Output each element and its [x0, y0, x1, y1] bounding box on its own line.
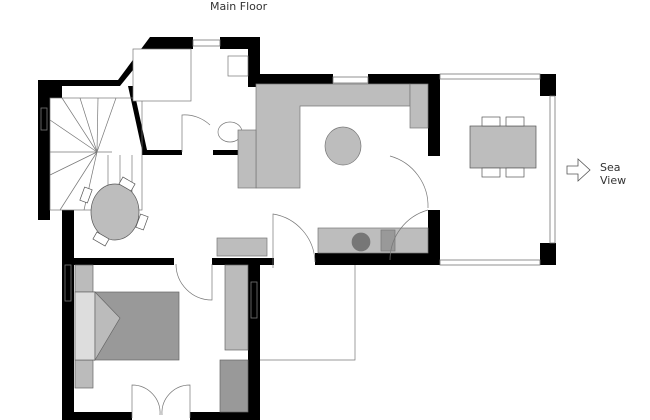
wall-top-left — [38, 37, 193, 220]
wall-kitchen-top-right — [368, 74, 440, 86]
bed-fold — [94, 291, 121, 362]
kitchen — [216, 83, 429, 257]
wall-bottom-right — [190, 412, 260, 420]
sea-view-label: Sea View — [600, 161, 627, 187]
wall-bath-bottom-right — [213, 150, 248, 155]
window-bath — [192, 39, 221, 47]
stove-burner — [351, 232, 371, 252]
door-bath — [181, 114, 211, 152]
dining-table-round — [79, 176, 149, 247]
wall-bath-bottom — [142, 150, 182, 155]
windows — [40, 39, 556, 319]
door-sunroom-bottom — [389, 209, 429, 261]
wall-kitchen-right-top — [428, 74, 440, 156]
bed-headboard — [74, 291, 96, 361]
wall-kitchen-right-bottom — [428, 210, 440, 265]
wall-bedroom-top-left — [74, 258, 174, 265]
wall-bottom-left — [62, 412, 132, 420]
door-hall — [272, 213, 316, 268]
window-bedroom — [64, 264, 72, 302]
terrace-outline — [260, 265, 356, 361]
cooktop — [380, 229, 396, 252]
floor-title: Main Floor — [210, 0, 268, 13]
nightstand-top — [74, 264, 94, 293]
dining-table-sunroom — [469, 116, 537, 178]
sunroom-frame-bottom — [439, 259, 541, 266]
window-kitchen — [332, 76, 369, 84]
wardrobe-lower — [219, 359, 249, 413]
door-bedroom — [175, 263, 213, 301]
wardrobe — [224, 264, 249, 351]
kitchen-island — [324, 126, 362, 166]
door-bedroom-french — [131, 384, 191, 418]
shower — [132, 48, 192, 102]
sink — [227, 55, 249, 77]
hall-shelf — [216, 237, 268, 257]
sea-view-arrow-icon — [566, 158, 591, 182]
bathroom-fixtures — [132, 48, 249, 143]
sunroom-frame-right — [549, 95, 556, 244]
sunroom-post-top — [540, 74, 556, 96]
window-hall — [250, 281, 258, 319]
wall-left-outer — [62, 210, 74, 420]
doors — [131, 114, 429, 418]
bench — [237, 129, 257, 189]
stove-counter — [317, 227, 429, 254]
nightstand-bottom — [74, 359, 94, 389]
wall-bedroom-top-right — [212, 258, 274, 265]
walls — [38, 37, 556, 420]
wall-stair-left — [38, 80, 50, 220]
wall-kitchen-top-left — [248, 74, 333, 86]
wall-kitchen-bottom — [315, 253, 440, 265]
bedroom — [74, 264, 249, 413]
door-sunroom-top — [389, 155, 429, 209]
counter-right — [409, 83, 429, 129]
window-stairs — [40, 107, 48, 131]
sunroom-post-bottom — [540, 243, 556, 265]
sunroom-frame-top — [439, 73, 541, 80]
